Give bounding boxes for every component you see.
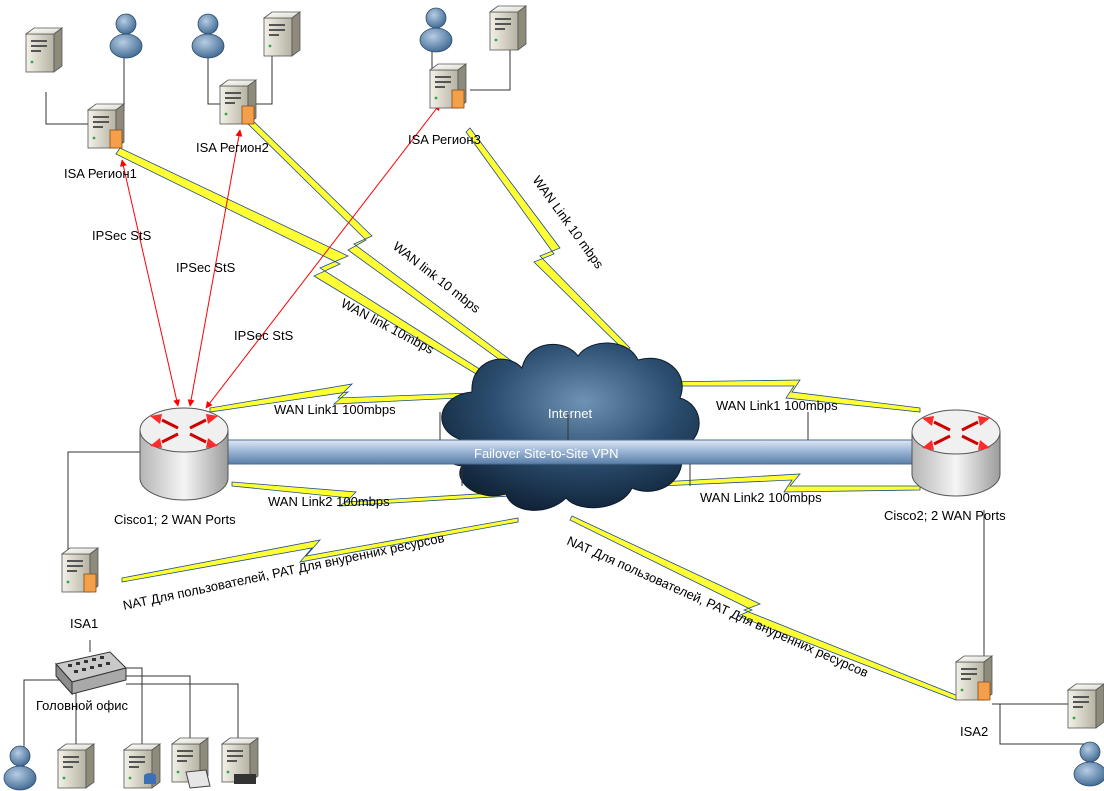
internet-cloud: Internet [441,342,700,511]
isa-region2-label: ISA Регион2 [196,140,269,155]
database-server-icon [123,743,161,789]
cisco1-wan1-label: WAN Link1 100mbps [274,402,396,417]
link-ticks [439,412,809,486]
connection-lines [23,40,1086,770]
ipsec-label-1: IPSec StS [92,228,152,243]
user-icon [3,745,37,791]
region1-group [25,13,143,148]
internet-label: Internet [548,406,592,421]
wan-link-region2-label: WAN link 10 mbps [390,239,484,317]
server-icon [1067,683,1104,729]
server-icon [57,743,95,789]
isa-server-icon [88,104,124,148]
isa2-server-icon [956,656,992,700]
isa-server-icon [220,80,256,124]
isa-region1-label: ISA Регион1 [64,166,137,181]
cisco2-wan2-label: WAN Link2 100mbps [700,490,822,505]
isa1-server-icon [62,548,98,592]
cisco2-router [911,409,1001,497]
ipsec-tunnels [119,103,441,409]
isa1-label: ISA1 [70,616,98,631]
vpn-tunnel: Failover Site-to-Site VPN [209,439,927,465]
switch-icon [55,651,127,696]
user-icon [191,13,225,59]
user-icon [109,13,143,59]
cisco1-label: Cisco1; 2 WAN Ports [114,512,236,527]
cisco1-router [139,407,229,501]
cisco2-label: Cisco2; 2 WAN Ports [884,508,1006,523]
server-icon [25,27,63,73]
ipsec-label-2: IPSec StS [176,260,236,275]
user-icon [1073,741,1104,787]
nat-right-label: NAT Для пользователей, PAT Для внуренних… [565,533,871,680]
user-icon [419,7,453,53]
vpn-label: Failover Site-to-Site VPN [474,446,619,461]
isa-region3-label: ISA Регион3 [408,132,481,147]
cisco2-wan1-label: WAN Link1 100mbps [716,398,838,413]
server-icon [489,5,527,51]
isa2-label: ISA2 [960,724,988,739]
ipsec-label-3: IPSec StS [234,328,294,343]
print-server-icon [221,737,259,784]
isa-server-icon [430,64,466,108]
head-office-label: Головной офис [36,698,128,713]
wan-link-region1-label: WAN link 10mbps [339,295,437,357]
cisco1-wan2-label: WAN Link2 100mbps [268,494,390,509]
fax-server-icon [171,737,211,789]
server-icon [263,11,301,57]
